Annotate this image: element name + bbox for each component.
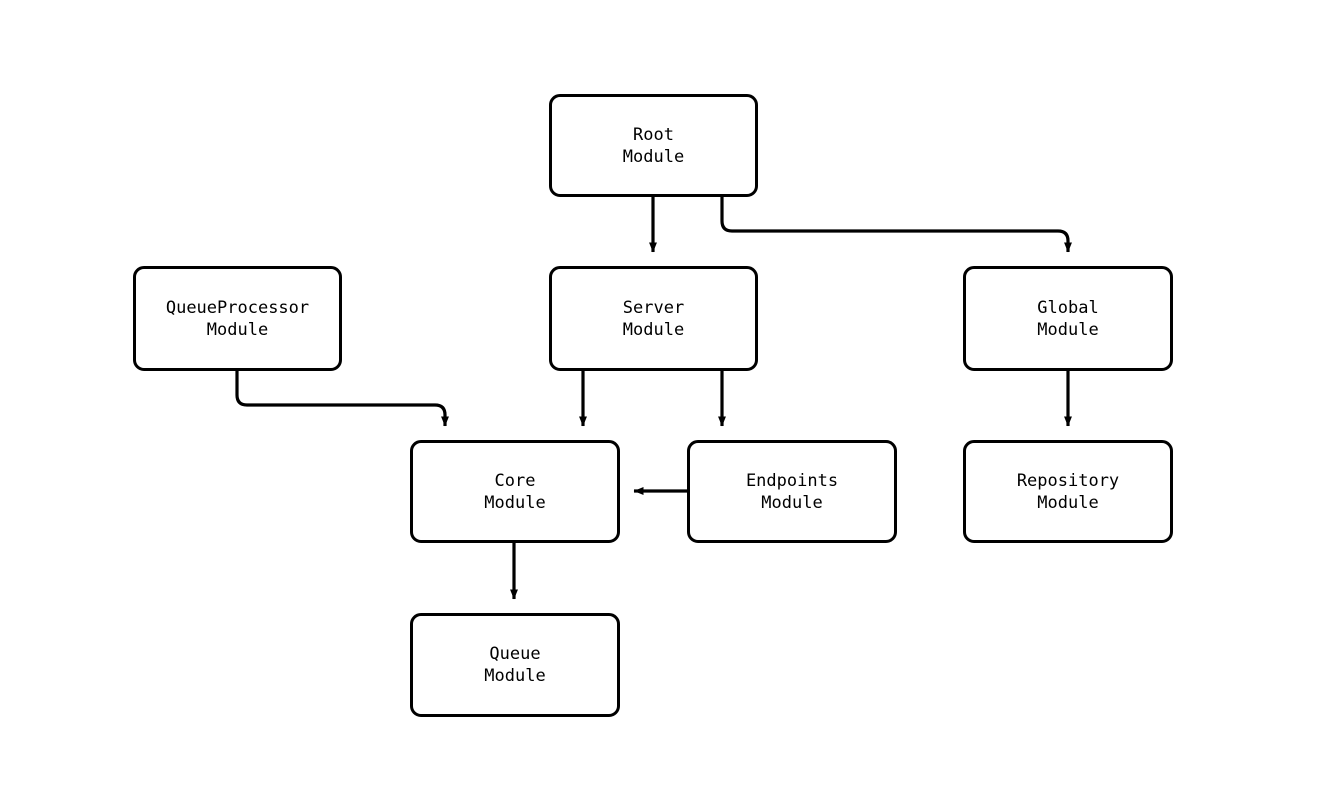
node-queueprocessor-line2: Module [206, 319, 269, 340]
node-queueprocessor-line1: QueueProcessor [165, 297, 310, 318]
node-queue-line2: Module [484, 666, 546, 686]
edge-root-to-global [720, 197, 1072, 253]
node-repository-line1: Repository [1016, 470, 1120, 491]
node-core-line1: Core [494, 470, 536, 491]
node-repository[interactable]: Repository Module [963, 440, 1173, 543]
node-root-line2: Module [622, 146, 685, 167]
node-server-line2: Module [622, 319, 685, 340]
node-global-line2: Module [1037, 319, 1099, 340]
node-global-line1: Global [1037, 297, 1099, 318]
node-core-line2: Module [484, 492, 546, 513]
node-root-line1: Root [633, 124, 674, 145]
node-root[interactable]: Root Module [549, 94, 758, 197]
node-repository-line2: Module [1037, 492, 1099, 513]
node-queue[interactable]: Queue Module [410, 613, 620, 717]
node-core[interactable]: Core Module [410, 440, 620, 543]
node-server-line1: Server [622, 297, 685, 318]
node-endpoints-line2: Module [761, 492, 823, 513]
node-global[interactable]: Global Module [963, 266, 1173, 371]
node-endpoints[interactable]: Endpoints Module [687, 440, 897, 543]
node-queueprocessor[interactable]: QueueProcessor Module [133, 266, 342, 371]
node-endpoints-line1: Endpoints [745, 470, 839, 491]
node-server[interactable]: Server Module [549, 266, 758, 371]
edge-queueprocessor-to-core [235, 371, 449, 427]
node-queue-line1: Queue [489, 644, 541, 664]
